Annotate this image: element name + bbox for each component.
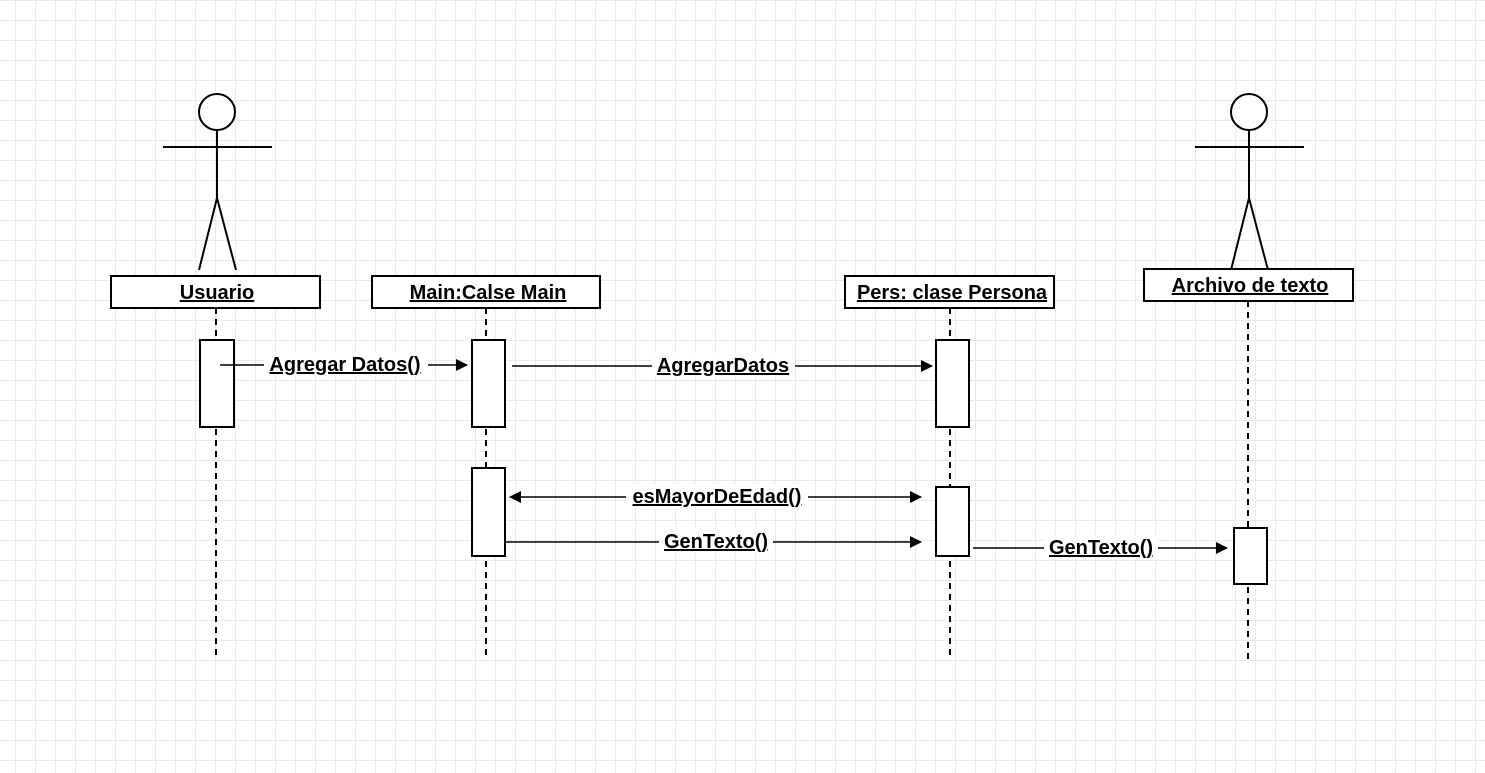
archivo-activation	[1233, 527, 1268, 585]
message-gen-texto-1[interactable]: GenTexto()	[505, 529, 922, 553]
participant-usuario[interactable]: Usuario	[110, 275, 321, 309]
participant-main-label: Main:Calse Main	[410, 282, 567, 304]
message-agregar-datos-2[interactable]: AgregarDatos	[512, 353, 933, 377]
pers-activation-1	[935, 339, 970, 428]
message-es-mayor-de-edad-label: esMayorDeEdad()	[633, 486, 802, 508]
participant-main[interactable]: Main:Calse Main	[371, 275, 601, 309]
participant-pers-label: Pers: clase Persona	[857, 282, 1048, 304]
participant-pers[interactable]: Pers: clase Persona	[844, 275, 1055, 309]
message-agregar-datos-1[interactable]: Agregar Datos()	[220, 352, 468, 376]
message-gen-texto-2[interactable]: GenTexto()	[973, 535, 1228, 559]
message-gen-texto-1-label: GenTexto()	[664, 531, 768, 553]
participant-archivo[interactable]: Archivo de texto	[1143, 268, 1354, 302]
archivo-actor-icon	[1195, 93, 1304, 271]
pers-activation-2	[935, 486, 970, 557]
message-es-mayor-de-edad[interactable]: esMayorDeEdad()	[509, 484, 922, 508]
participant-usuario-label: Usuario	[180, 282, 254, 304]
main-activation-2	[471, 467, 506, 557]
message-gen-texto-2-label: GenTexto()	[1049, 537, 1153, 559]
participant-archivo-label: Archivo de texto	[1172, 275, 1329, 297]
usuario-actor-icon	[163, 93, 272, 271]
message-agregar-datos-1-label: Agregar Datos()	[269, 354, 420, 376]
main-activation-1	[471, 339, 506, 428]
message-agregar-datos-2-label: AgregarDatos	[657, 355, 789, 377]
usuario-activation	[199, 339, 235, 428]
